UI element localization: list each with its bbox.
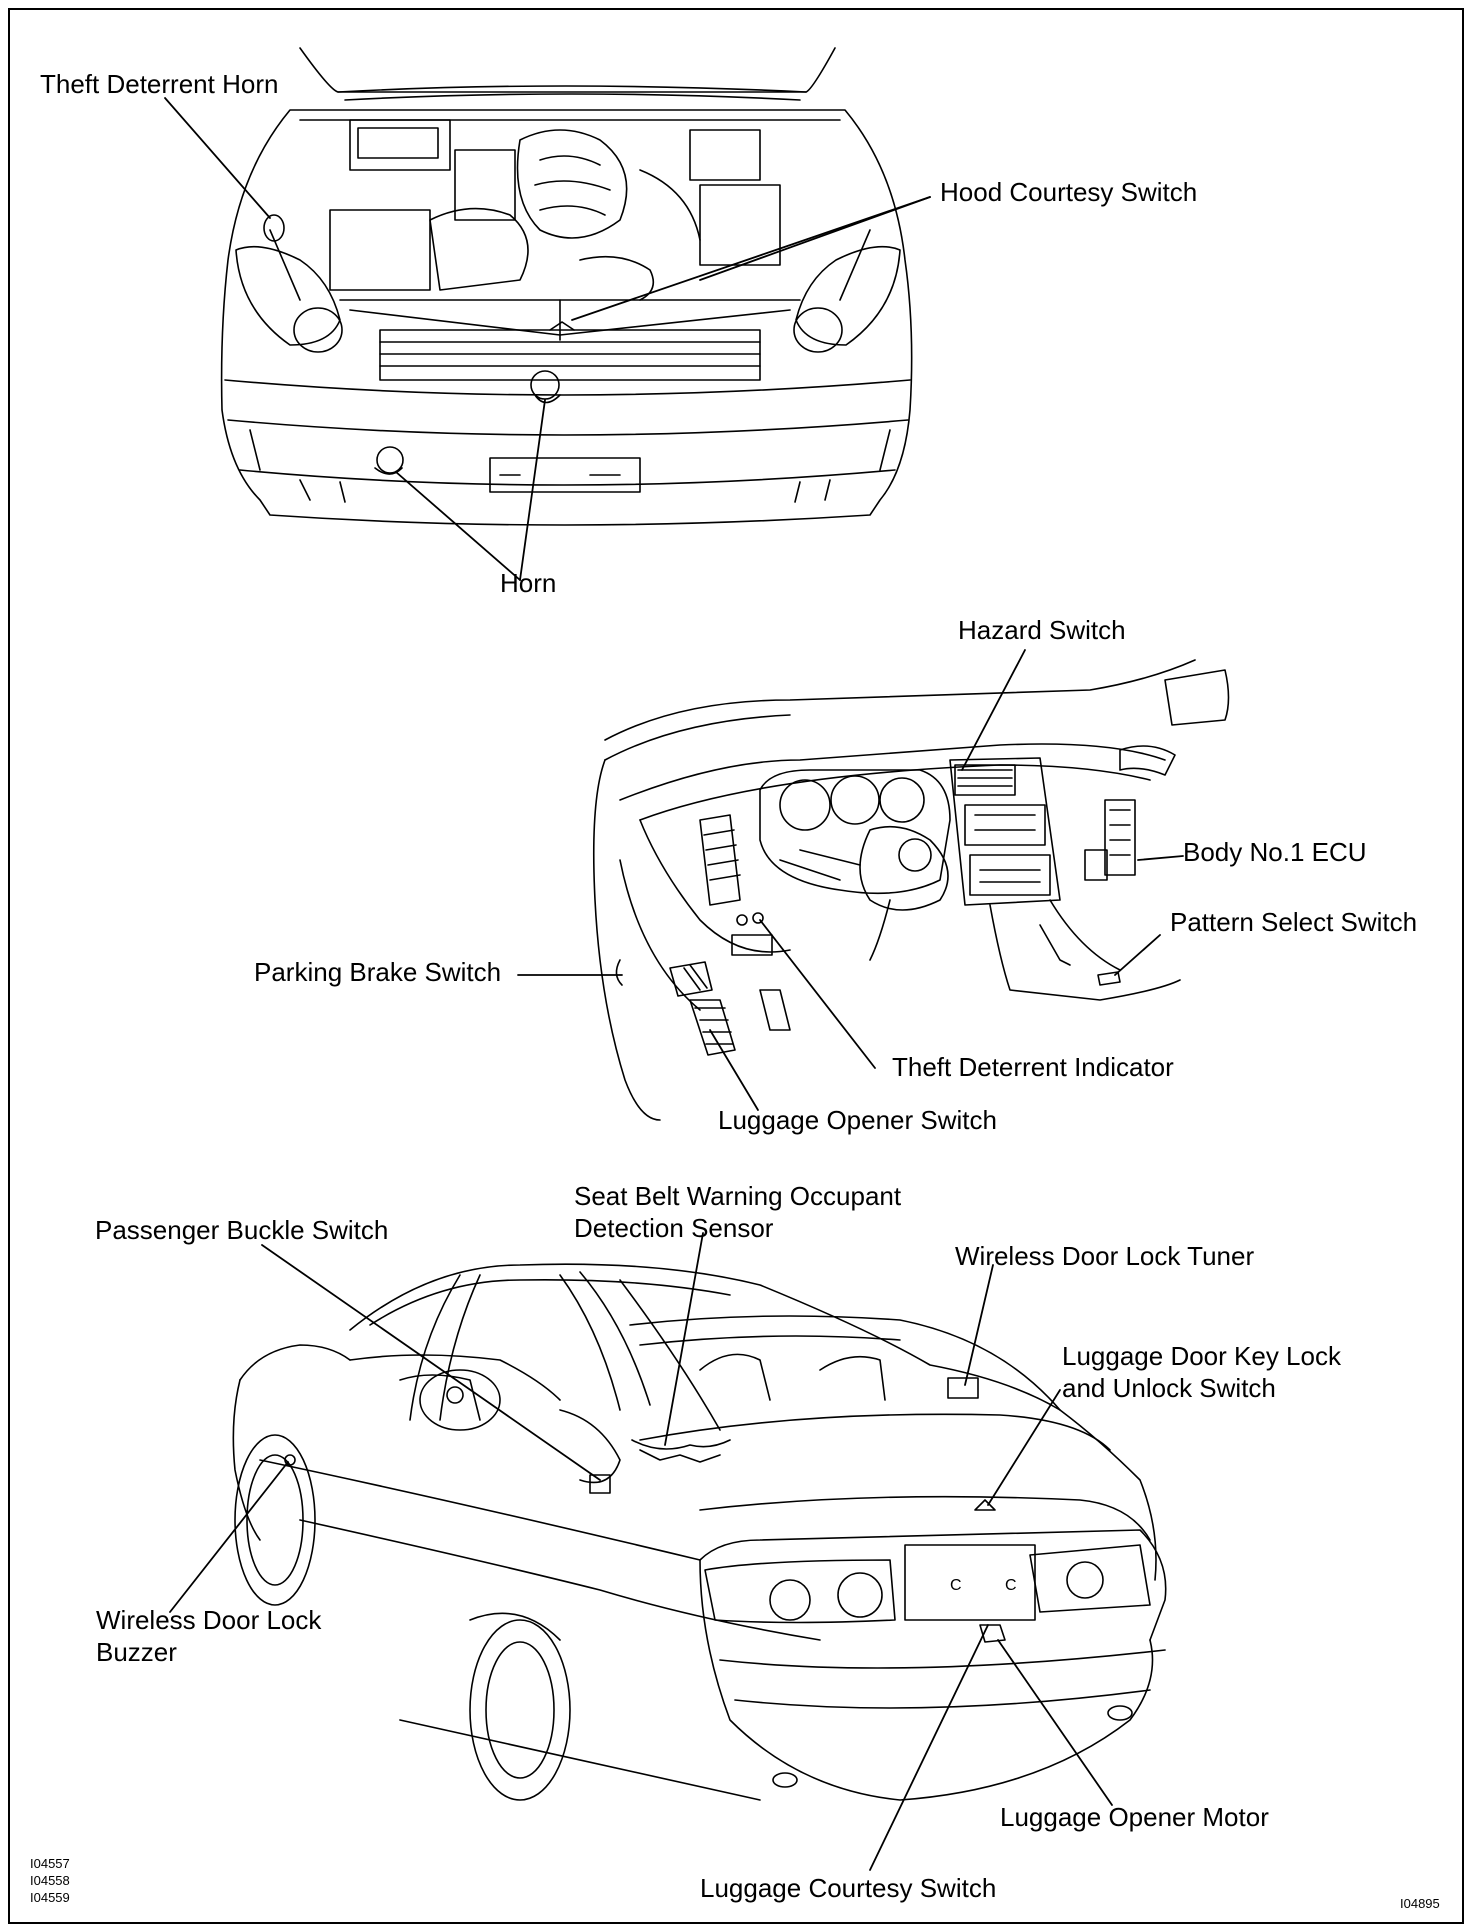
label-passenger-buckle-switch: Passenger Buckle Switch bbox=[95, 1215, 389, 1245]
label-pattern-select-switch: Pattern Select Switch bbox=[1170, 907, 1418, 937]
figure-code-2: I04558 bbox=[30, 1873, 70, 1888]
label-wireless-door-lock-buzzer-line1: Wireless Door Lock bbox=[96, 1605, 322, 1635]
label-theft-deterrent-indicator: Theft Deterrent Indicator bbox=[892, 1052, 1174, 1082]
label-wireless-door-lock-buzzer-line2: Buzzer bbox=[96, 1637, 177, 1667]
figure-code-1: I04557 bbox=[30, 1856, 70, 1871]
label-wireless-door-lock-tuner: Wireless Door Lock Tuner bbox=[955, 1241, 1255, 1271]
leader-lines-rear bbox=[169, 1232, 1113, 1871]
dashboard-illustration bbox=[592, 659, 1230, 1121]
figure-code-3: I04559 bbox=[30, 1890, 70, 1905]
svg-text:C: C bbox=[1005, 1577, 1017, 1594]
label-horn: Horn bbox=[500, 568, 557, 598]
label-hazard-switch: Hazard Switch bbox=[958, 615, 1126, 645]
label-theft-deterrent-horn: Theft Deterrent Horn bbox=[40, 69, 279, 99]
label-seat-belt-warning-line1: Seat Belt Warning Occupant bbox=[574, 1181, 902, 1211]
leader-lines-engine bbox=[164, 97, 931, 581]
label-seat-belt-warning-line2: Detection Sensor bbox=[574, 1213, 774, 1243]
label-parking-brake-switch: Parking Brake Switch bbox=[254, 957, 502, 987]
label-luggage-courtesy-switch: Luggage Courtesy Switch bbox=[700, 1873, 997, 1903]
label-luggage-opener-switch: Luggage Opener Switch bbox=[718, 1105, 997, 1135]
rear-car-illustration: C C bbox=[232, 1263, 1167, 1801]
engine-compartment-illustration bbox=[220, 47, 913, 526]
label-luggage-door-key-lock-line2: and Unlock Switch bbox=[1062, 1373, 1276, 1403]
svg-text:C: C bbox=[950, 1577, 962, 1594]
label-luggage-door-key-lock-line1: Luggage Door Key Lock bbox=[1062, 1341, 1341, 1371]
diagram-frame bbox=[8, 8, 1464, 1924]
label-hood-courtesy-switch: Hood Courtesy Switch bbox=[940, 177, 1198, 207]
label-luggage-opener-motor: Luggage Opener Motor bbox=[1000, 1802, 1269, 1832]
figure-code-right: I04895 bbox=[1400, 1896, 1440, 1911]
label-body-no1-ecu: Body No.1 ECU bbox=[1183, 837, 1367, 867]
leader-lines-dashboard bbox=[517, 649, 1184, 1111]
